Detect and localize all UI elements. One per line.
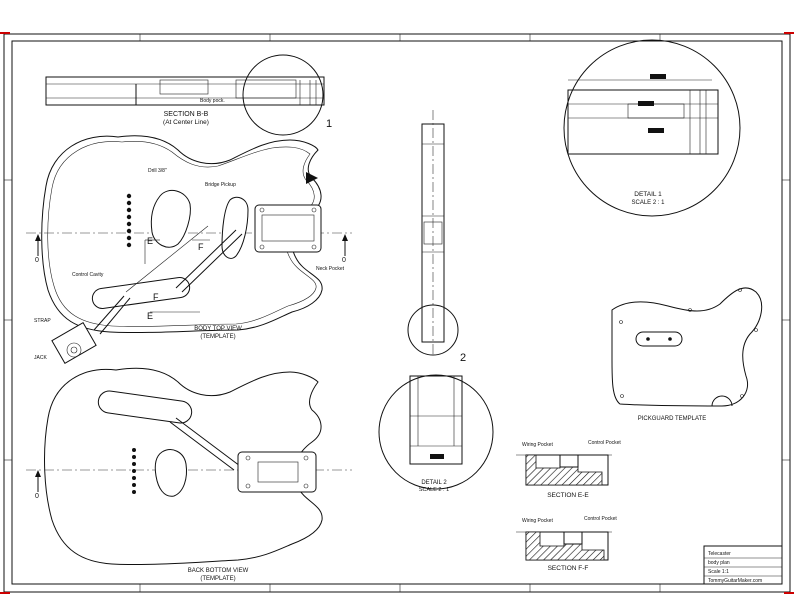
detail-1-scale: SCALE 2 : 1 [631,200,665,206]
side-view: 2 [407,110,466,364]
section-e-e: Wiring Pocket Control Pocket SECTION E-E [516,440,621,499]
title-block-line-2: body plan [708,560,730,566]
back-view-subtitle: (TEMPLATE) [200,576,235,582]
detail-1-boundary [242,54,324,136]
section-f-f-title: SECTION F-F [548,565,589,572]
title-block-line-1: Telecaster [708,551,731,557]
datum-right: 0 [342,257,346,264]
detail-2-boundary [407,304,459,356]
detail-1-callout: 1 [326,118,332,130]
section-f-label-2: F [153,292,159,302]
detail-1-title: DETAIL 1 [634,191,662,198]
detail-2-title: DETAIL 2 [421,480,447,486]
top-view-title: BODY TOP VIEW [194,326,242,332]
datum-left: 0 [35,257,39,264]
pickguard-title: PICKGUARD TEMPLATE [638,416,706,422]
drawing-frame [0,32,794,594]
control-cavity-callout: Control Cavity [72,272,104,278]
neck-pocket-callout: Neck Pocket [316,266,345,272]
section-e-label-2: E [147,311,153,321]
section-f-label-1: F [198,242,204,252]
section-b-b: SECTION B-B (At Center Line) Body pock. … [45,54,332,136]
wiring-pocket-label-f: Wiring Pocket [522,518,553,524]
drill-callout: Drill 3/8" [148,168,167,174]
datum-left-back: 0 [35,493,39,500]
section-e-e-title: SECTION E-E [547,492,589,499]
title-block-footer: TommyGuitarMaker.com [708,578,762,584]
section-b-b-subtitle: (At Center Line) [163,119,209,126]
bridge-pickup-callout: Bridge Pickup [205,182,236,188]
detail-2-scale: SCALE 2 : 1 [419,487,449,493]
section-b-b-note: Body pock. [200,98,225,104]
strap-label: STRAP [34,318,51,324]
section-b-b-title: SECTION B-B [164,111,209,118]
control-pocket-label-f: Control Pocket [584,516,617,522]
body-back-view: BACK BOTTOM VIEW (TEMPLATE) 0 [26,367,352,582]
pickguard-template: PICKGUARD TEMPLATE [611,287,763,422]
detail-1: DETAIL 1 SCALE 2 : 1 [563,39,741,217]
detail-2-callout: 2 [460,352,466,364]
jack-label: JACK [34,355,47,361]
wiring-pocket-label-e: Wiring Pocket [522,442,553,448]
top-view-subtitle: (TEMPLATE) [200,334,235,340]
body-top-view: E E F F BODY TOP VIEW (TEMPLATE) Neck Po… [26,135,352,364]
section-e-label-1: E [147,236,153,246]
detail-2: DETAIL 2 SCALE 2 : 1 [378,374,494,493]
control-pocket-label-e: Control Pocket [588,440,621,446]
section-f-f: Wiring Pocket Control Pocket SECTION F-F [516,516,617,572]
title-block-line-3: Scale 1:1 [708,569,729,575]
title-block: Telecaster body plan Scale 1:1 TommyGuit… [703,545,783,585]
back-view-title: BACK BOTTOM VIEW [188,568,249,574]
